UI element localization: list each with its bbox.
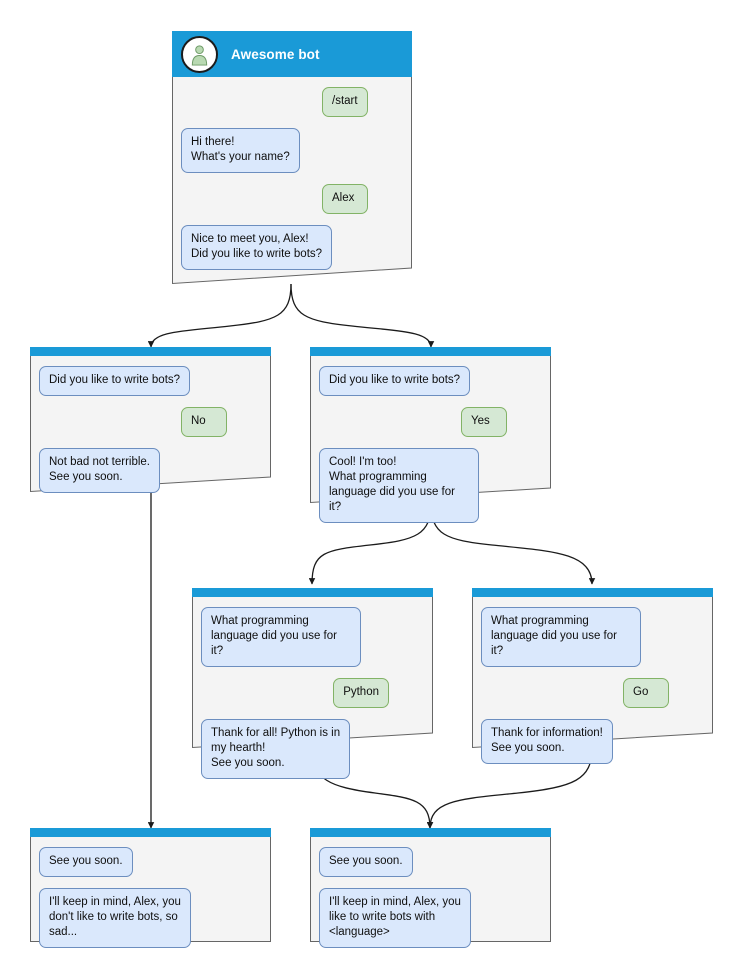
message-row: Did you like to write bots?: [319, 366, 542, 396]
node-header: [30, 828, 271, 837]
message-row: Did you like to write bots?: [39, 366, 262, 396]
message-row: Hi there! What's your name?: [181, 128, 403, 173]
bot-message-bubble[interactable]: Did you like to write bots?: [39, 366, 191, 396]
node-header: [192, 588, 433, 597]
message-row: Thank for information! See you soon.: [481, 719, 704, 764]
bot-message-bubble[interactable]: I'll keep in mind, Alex, you don't like …: [39, 888, 191, 948]
message-row: I'll keep in mind, Alex, you like to wri…: [319, 888, 542, 948]
bot-message-bubble[interactable]: Cool! I'm too! What programming language…: [319, 448, 479, 523]
edge-root-to-no: [147, 283, 292, 348]
message-row: Python: [201, 678, 424, 708]
node-header: [310, 828, 551, 837]
message-row: Not bad not terrible. See you soon.: [39, 448, 262, 493]
bot-message-bubble[interactable]: Nice to meet you, Alex! Did you like to …: [181, 225, 333, 270]
node-content: See you soon. I'll keep in mind, Alex, y…: [310, 828, 551, 948]
bot-message-bubble[interactable]: See you soon.: [319, 847, 413, 877]
node-header: [30, 347, 271, 356]
bot-message-bubble[interactable]: I'll keep in mind, Alex, you like to wri…: [319, 888, 471, 948]
chat-transcript: See you soon. I'll keep in mind, Alex, y…: [30, 837, 271, 959]
user-message-bubble[interactable]: /start: [322, 87, 368, 117]
node-yes-branch[interactable]: Did you like to write bots? Yes Cool! I'…: [310, 347, 551, 523]
message-row: See you soon.: [39, 847, 262, 877]
chat-transcript: /start Hi there! What's your name? Alex …: [172, 77, 412, 281]
chat-transcript: See you soon. I'll keep in mind, Alex, y…: [310, 837, 551, 959]
person-avatar-icon: [181, 35, 218, 73]
node-end-no[interactable]: See you soon. I'll keep in mind, Alex, y…: [30, 828, 271, 948]
node-go-branch[interactable]: What programming language did you use fo…: [472, 588, 713, 764]
chat-transcript: What programming language did you use fo…: [192, 597, 433, 790]
bot-message-bubble[interactable]: What programming language did you use fo…: [201, 607, 361, 667]
message-row: No: [39, 407, 262, 437]
node-content: Did you like to write bots? Yes Cool! I'…: [310, 347, 551, 523]
node-python-branch[interactable]: What programming language did you use fo…: [192, 588, 433, 779]
node-content: Did you like to write bots? No Not bad n…: [30, 347, 271, 493]
user-message-bubble[interactable]: Alex: [322, 184, 368, 214]
message-row: Go: [481, 678, 704, 708]
node-content: See you soon. I'll keep in mind, Alex, y…: [30, 828, 271, 948]
message-row: What programming language did you use fo…: [201, 607, 424, 667]
node-header: [472, 588, 713, 597]
chat-transcript: Did you like to write bots? No Not bad n…: [30, 356, 271, 504]
message-row: What programming language did you use fo…: [481, 607, 704, 667]
bot-message-bubble[interactable]: Thank for all! Python is in my hearth! S…: [201, 719, 351, 779]
node-content: Awesome bot /start Hi there! What's your…: [172, 31, 412, 284]
user-message-bubble[interactable]: Go: [623, 678, 669, 708]
message-row: Thank for all! Python is in my hearth! S…: [201, 719, 424, 779]
user-message-bubble[interactable]: Python: [333, 678, 389, 708]
message-row: Nice to meet you, Alex! Did you like to …: [181, 225, 403, 270]
edge-root-to-yes: [290, 283, 435, 348]
node-content: What programming language did you use fo…: [472, 588, 713, 764]
node-end-yes[interactable]: See you soon. I'll keep in mind, Alex, y…: [310, 828, 551, 948]
bot-message-bubble[interactable]: See you soon.: [39, 847, 133, 877]
bot-message-bubble[interactable]: Hi there! What's your name?: [181, 128, 300, 173]
node-title: Awesome bot: [231, 46, 320, 62]
message-row: Yes: [319, 407, 542, 437]
bot-message-bubble[interactable]: Did you like to write bots?: [319, 366, 471, 396]
message-row: I'll keep in mind, Alex, you don't like …: [39, 888, 262, 948]
bot-message-bubble[interactable]: What programming language did you use fo…: [481, 607, 641, 667]
user-message-bubble[interactable]: No: [181, 407, 227, 437]
message-row: Alex: [181, 184, 403, 214]
node-header: [310, 347, 551, 356]
user-message-bubble[interactable]: Yes: [461, 407, 507, 437]
chat-transcript: What programming language did you use fo…: [472, 597, 713, 775]
bot-message-bubble[interactable]: Thank for information! See you soon.: [481, 719, 613, 764]
node-header: Awesome bot: [172, 31, 412, 77]
node-root[interactable]: Awesome bot /start Hi there! What's your…: [172, 31, 412, 285]
node-no-branch[interactable]: Did you like to write bots? No Not bad n…: [30, 347, 271, 493]
message-row: See you soon.: [319, 847, 542, 877]
chat-transcript: Did you like to write bots? Yes Cool! I'…: [310, 356, 551, 534]
message-row: Cool! I'm too! What programming language…: [319, 448, 542, 523]
bot-message-bubble[interactable]: Not bad not terrible. See you soon.: [39, 448, 161, 493]
node-content: What programming language did you use fo…: [192, 588, 433, 779]
message-row: /start: [181, 87, 403, 117]
